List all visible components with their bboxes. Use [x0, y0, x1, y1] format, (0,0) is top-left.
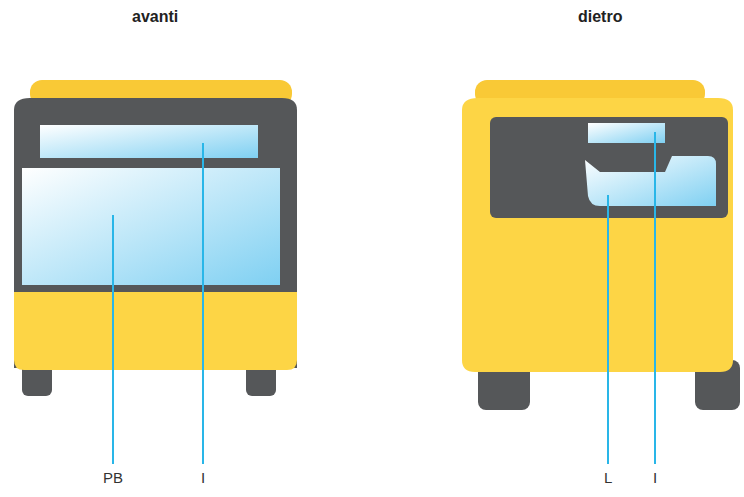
view-heading: dietro	[578, 8, 622, 26]
part-label: L	[604, 469, 612, 487]
part-label: I	[201, 469, 205, 487]
view-heading: avanti	[132, 8, 178, 26]
rear-bus	[462, 80, 740, 464]
front-bus	[14, 80, 297, 464]
part-label: PB	[103, 469, 123, 487]
part-label: I	[653, 469, 657, 487]
